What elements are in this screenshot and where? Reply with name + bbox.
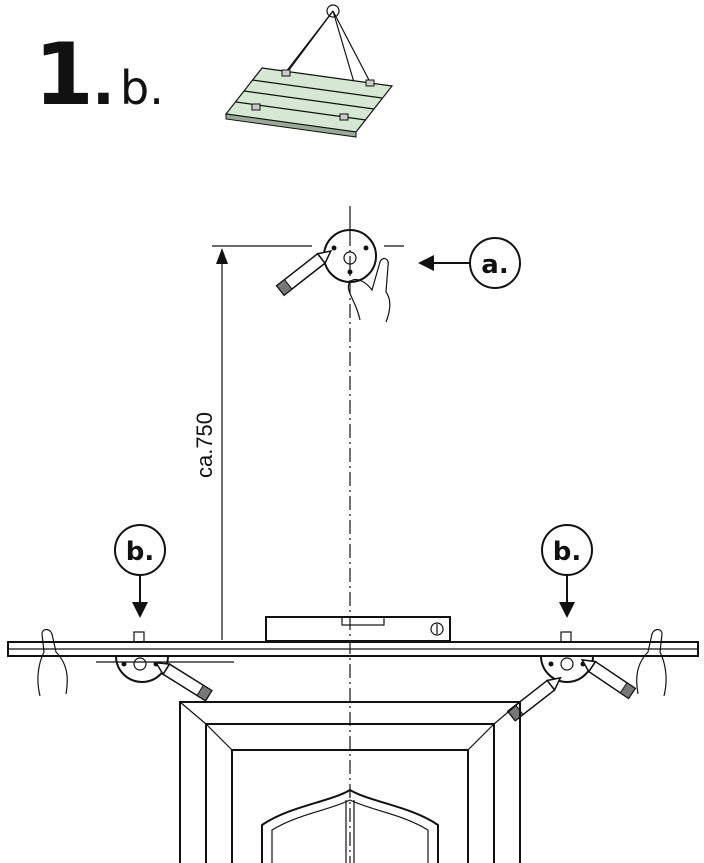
left-pencil-icon xyxy=(154,661,213,702)
spirit-level-icon xyxy=(265,616,451,642)
suspended-panel-thumbnail-icon xyxy=(224,4,394,138)
callout-b-right: b. xyxy=(541,524,593,618)
door-icon xyxy=(179,701,521,863)
panel-board xyxy=(7,631,699,657)
step-number: 1 xyxy=(34,25,94,125)
ceiling-reference-lines xyxy=(212,206,404,247)
callout-b-right-label: b. xyxy=(553,537,582,567)
right-pencil-top-icon xyxy=(580,658,637,700)
left-hand-icon xyxy=(37,628,68,697)
pencil-icon xyxy=(275,250,333,297)
callout-b-left-label: b. xyxy=(126,537,155,567)
height-dimension: ca.750 xyxy=(192,248,228,640)
step-dot: . xyxy=(92,49,115,119)
step-heading: 1 . b. xyxy=(34,25,164,125)
right-pencil-bottom-icon xyxy=(506,676,562,722)
callout-b-left: b. xyxy=(114,524,166,618)
dimension-label: ca.750 xyxy=(192,412,217,478)
callout-a: a. xyxy=(418,237,521,289)
callout-a-label: a. xyxy=(481,250,508,280)
hand-icon xyxy=(347,257,391,323)
right-hand-icon xyxy=(636,628,667,697)
step-sub-label: b. xyxy=(120,61,164,115)
